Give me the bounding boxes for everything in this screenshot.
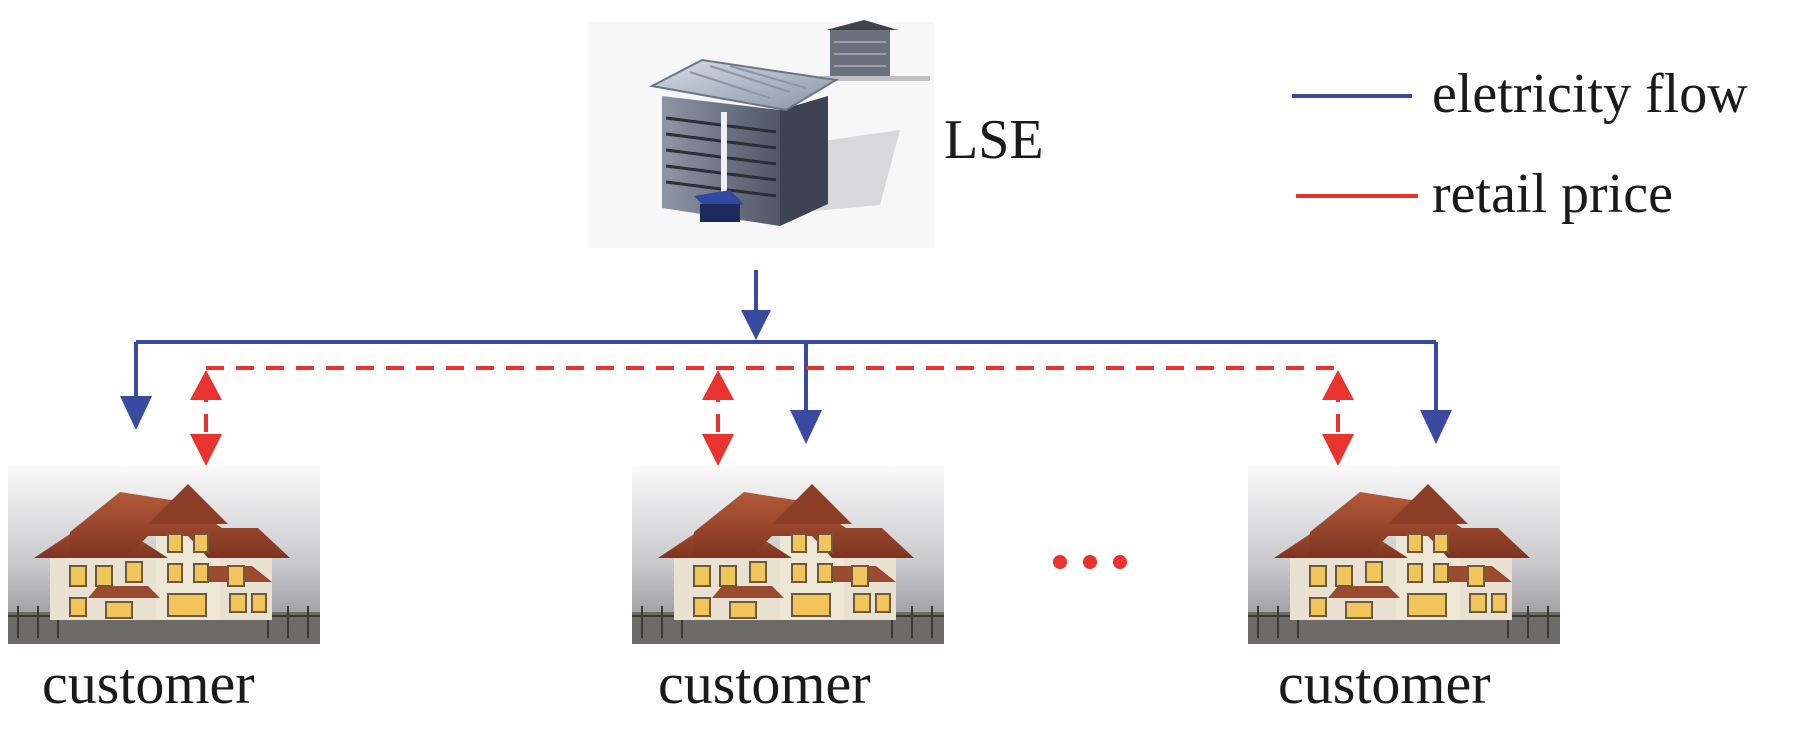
retail-price-lines: [204, 366, 1340, 450]
arrow-down-icon: [1420, 410, 1452, 444]
ellipsis-dots: [1053, 555, 1127, 569]
customer-label: customer: [658, 651, 871, 716]
arrow-up-icon: [1322, 370, 1354, 400]
arrow-down-icon: [741, 310, 771, 340]
electricity-flow-lines: [134, 270, 1438, 420]
arrow-down-icon: [702, 434, 734, 466]
price-arrowheads: [190, 370, 1354, 466]
legend: eletricity flow retail price: [1292, 63, 1748, 225]
arrow-down-icon: [120, 396, 152, 430]
lse-label: LSE: [944, 109, 1044, 171]
customer-house-icon: [631, 465, 945, 645]
arrow-down-icon: [790, 410, 822, 444]
customer-house-icon: [1247, 465, 1561, 645]
legend-price-label: retail price: [1432, 163, 1673, 225]
customer-label: customer: [42, 651, 255, 716]
arrow-down-icon: [1322, 434, 1354, 466]
electricity-arrowheads: [120, 310, 1452, 444]
arrow-down-icon: [190, 434, 222, 466]
customer-house-icon: [7, 465, 321, 645]
legend-electricity-label: eletricity flow: [1432, 63, 1748, 125]
lse-building-icon: [588, 20, 934, 248]
arrow-up-icon: [702, 370, 734, 400]
customer-label: customer: [1278, 651, 1491, 716]
arrow-up-icon: [190, 370, 222, 400]
